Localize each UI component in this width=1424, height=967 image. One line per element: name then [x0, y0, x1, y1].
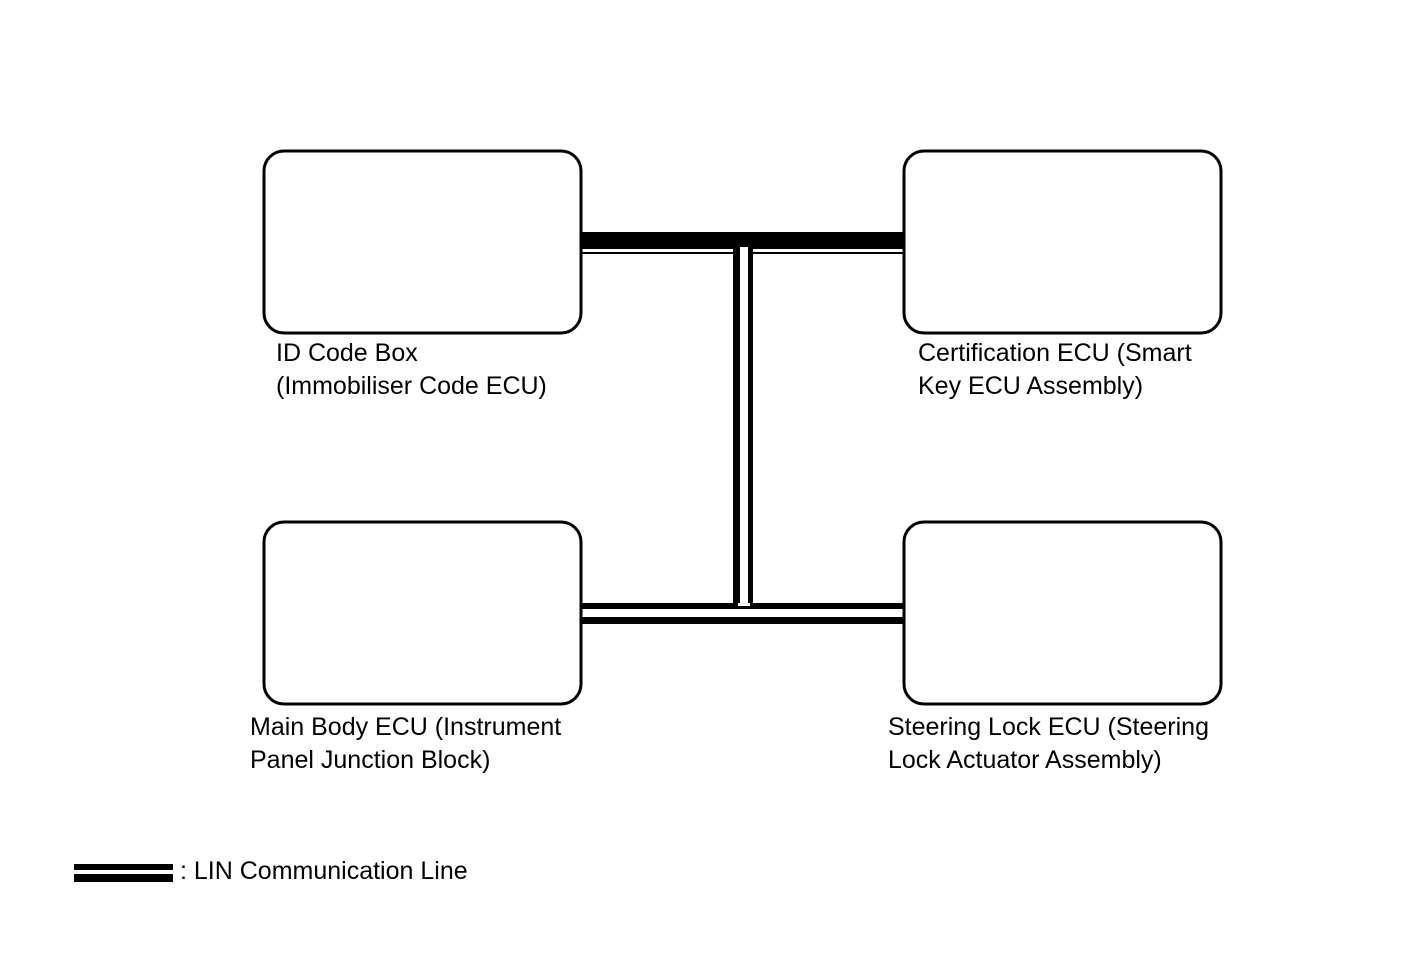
legend-label: : LIN Communication Line — [180, 855, 468, 888]
main-body-ecu-label-line2: Panel Junction Block) — [250, 746, 491, 774]
lin-bus-vertical-trunk — [733, 247, 753, 609]
lin-bus-top-segment — [580, 232, 906, 254]
id-code-box-label: ID Code Box (Immobiliser Code ECU) — [276, 337, 547, 403]
steering-lock-ecu-block — [902, 520, 1223, 706]
steering-lock-ecu-label-line2: Lock Actuator Assembly) — [888, 746, 1162, 774]
id-code-box-label-line1: ID Code Box — [276, 339, 418, 367]
legend-label-text: : LIN Communication Line — [180, 857, 468, 885]
steering-lock-ecu-label-line1: Steering Lock ECU (Steering — [888, 713, 1209, 741]
legend-line-symbol — [74, 864, 173, 882]
id-code-box-block — [262, 149, 583, 335]
certification-ecu-label-line1: Certification ECU (Smart — [918, 339, 1192, 367]
certification-ecu-block — [902, 149, 1223, 335]
id-code-box-label-line2: (Immobiliser Code ECU) — [276, 372, 547, 400]
certification-ecu-label: Certification ECU (Smart Key ECU Assembl… — [918, 337, 1192, 403]
steering-lock-ecu-label: Steering Lock ECU (Steering Lock Actuato… — [888, 711, 1209, 777]
lin-bus-bottom-segment — [580, 603, 906, 624]
certification-ecu-label-line2: Key ECU Assembly) — [918, 372, 1144, 400]
main-body-ecu-label-line1: Main Body ECU (Instrument — [250, 713, 562, 741]
main-body-ecu-block — [262, 520, 583, 706]
main-body-ecu-label: Main Body ECU (Instrument Panel Junction… — [250, 711, 561, 777]
